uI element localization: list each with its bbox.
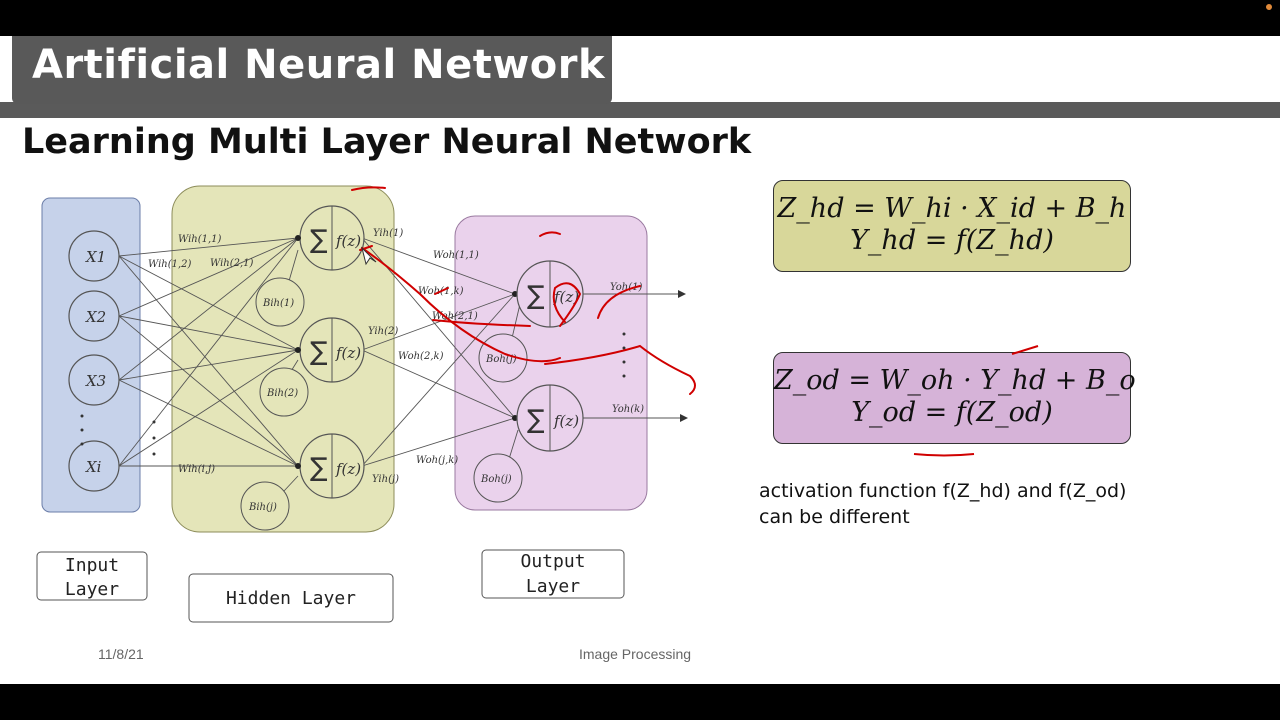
svg-text:Woh(2,k): Woh(2,k) bbox=[398, 351, 444, 362]
output-ellipsis bbox=[622, 332, 626, 378]
footer-date: 11/8/21 bbox=[98, 646, 144, 662]
svg-text:Yih(2): Yih(2) bbox=[368, 326, 398, 337]
footer-title: Image Processing bbox=[579, 646, 692, 662]
activation-note-line1: activation function f(Z_hd) and f(Z_od) bbox=[759, 480, 1127, 502]
weight-labels: Wih(1,1) Wih(1,2) Wih(2,1) Wih(i,j) Woh(… bbox=[148, 228, 644, 485]
svg-text:Yoh(k): Yoh(k) bbox=[612, 404, 644, 415]
input-node-3: X3 bbox=[68, 354, 120, 406]
hidden-neuron-1: ∑ f(z) bbox=[299, 205, 365, 271]
svg-text:Layer: Layer bbox=[526, 576, 580, 597]
svg-text:Yoh(1): Yoh(1) bbox=[610, 282, 642, 293]
title-band bbox=[0, 102, 1280, 118]
bottom-letterbox bbox=[0, 684, 1280, 720]
output-arrow-2-icon bbox=[680, 414, 688, 422]
svg-text:Woh(1,1): Woh(1,1) bbox=[433, 250, 479, 261]
svg-text:Wih(2,1): Wih(2,1) bbox=[210, 258, 254, 269]
input-node-2: X2 bbox=[68, 290, 120, 342]
svg-text:f(z): f(z) bbox=[335, 460, 361, 478]
red-cursor-icon bbox=[361, 246, 377, 266]
activation-note-line2: can be different bbox=[759, 506, 910, 528]
equation-red-marks bbox=[913, 345, 1039, 457]
svg-text:Wih(1,1): Wih(1,1) bbox=[178, 234, 222, 245]
svg-text:Bih(j): Bih(j) bbox=[248, 502, 277, 513]
hidden-equation-2: Y_hd = f(Z_hd) bbox=[850, 225, 1054, 256]
svg-text:f(z): f(z) bbox=[335, 232, 361, 250]
output-neuron-k: ∑ f(z) bbox=[516, 384, 584, 452]
svg-text:Bih(1): Bih(1) bbox=[262, 298, 294, 309]
input-hidden-connections bbox=[118, 237, 299, 507]
svg-text:Layer: Layer bbox=[65, 579, 119, 600]
svg-text:Wih(i,j): Wih(i,j) bbox=[178, 464, 215, 475]
recording-indicator-icon bbox=[1266, 4, 1272, 10]
svg-text:Yih(1): Yih(1) bbox=[373, 228, 403, 239]
svg-text:Output: Output bbox=[520, 551, 585, 572]
svg-text:∑: ∑ bbox=[310, 453, 328, 483]
slide: Artificial Neural Network Learning Multi… bbox=[0, 36, 1280, 684]
hidden-equation-box: Z_hd = W_hi · X_id + B_h Y_hd = f(Z_hd) bbox=[773, 180, 1131, 272]
output-equation-1: Z_od = W_oh · Y_hd + B_o bbox=[774, 365, 1136, 396]
svg-text:∑: ∑ bbox=[527, 281, 545, 311]
neural-network-diagram: X1 X2 X3 Xi ∑ f(z) ∑ f(z) ∑ f(z) Bih(1) Bih… bbox=[36, 185, 696, 623]
output-arrow-1-icon bbox=[678, 290, 686, 298]
svg-text:Bih(2): Bih(2) bbox=[266, 388, 298, 399]
hidden-layer-label: Hidden Layer bbox=[188, 573, 394, 623]
activation-note: activation function f(Z_hd) and f(Z_od) … bbox=[759, 478, 1126, 530]
output-equation-2: Y_od = f(Z_od) bbox=[851, 397, 1053, 428]
svg-text:X1: X1 bbox=[85, 248, 106, 266]
hidden-equation-1: Z_hd = W_hi · X_id + B_h bbox=[777, 193, 1127, 224]
svg-text:Boh(j): Boh(j) bbox=[480, 474, 512, 485]
input-node-1: X1 bbox=[68, 230, 120, 282]
slide-title: Artificial Neural Network bbox=[32, 42, 606, 88]
svg-text:X3: X3 bbox=[85, 372, 106, 390]
hidden-neuron-2: ∑ f(z) bbox=[299, 317, 365, 383]
hidden-neuron-j: ∑ f(z) bbox=[299, 433, 365, 499]
svg-text:f(z): f(z) bbox=[335, 344, 361, 362]
hidden-bias-2: Bih(2) bbox=[259, 367, 309, 417]
svg-text:Woh(j,k): Woh(j,k) bbox=[416, 455, 458, 466]
svg-text:Xi: Xi bbox=[85, 458, 102, 476]
output-bias-1: Boh(j) bbox=[478, 333, 528, 383]
svg-text:X2: X2 bbox=[85, 308, 106, 326]
input-node-i: Xi bbox=[68, 440, 120, 492]
svg-text:f(z): f(z) bbox=[553, 288, 579, 306]
svg-text:∑: ∑ bbox=[310, 337, 328, 367]
svg-text:Input: Input bbox=[65, 555, 119, 576]
svg-text:f(z): f(z) bbox=[553, 412, 579, 430]
svg-text:Woh(2,1): Woh(2,1) bbox=[432, 311, 478, 322]
output-equation-box: Z_od = W_oh · Y_hd + B_o Y_od = f(Z_od) bbox=[773, 352, 1136, 444]
output-bias-2: Boh(j) bbox=[473, 453, 523, 503]
input-ellipsis bbox=[80, 414, 156, 456]
slide-subtitle: Learning Multi Layer Neural Network bbox=[22, 122, 752, 162]
svg-text:∑: ∑ bbox=[527, 405, 545, 435]
hidden-bias-1: Bih(1) bbox=[255, 277, 305, 327]
svg-text:Yih(j): Yih(j) bbox=[372, 474, 399, 485]
svg-text:∑: ∑ bbox=[310, 225, 328, 255]
top-letterbox bbox=[0, 0, 1280, 36]
svg-text:Hidden Layer: Hidden Layer bbox=[226, 588, 356, 609]
title-box: Artificial Neural Network bbox=[12, 36, 612, 104]
output-neuron-1: ∑ f(z) bbox=[516, 260, 584, 328]
svg-text:Wih(1,2): Wih(1,2) bbox=[148, 259, 192, 270]
red-annotation-strokes bbox=[351, 186, 696, 395]
svg-text:Boh(j): Boh(j) bbox=[485, 354, 517, 365]
hidden-bias-j: Bih(j) bbox=[240, 481, 290, 531]
